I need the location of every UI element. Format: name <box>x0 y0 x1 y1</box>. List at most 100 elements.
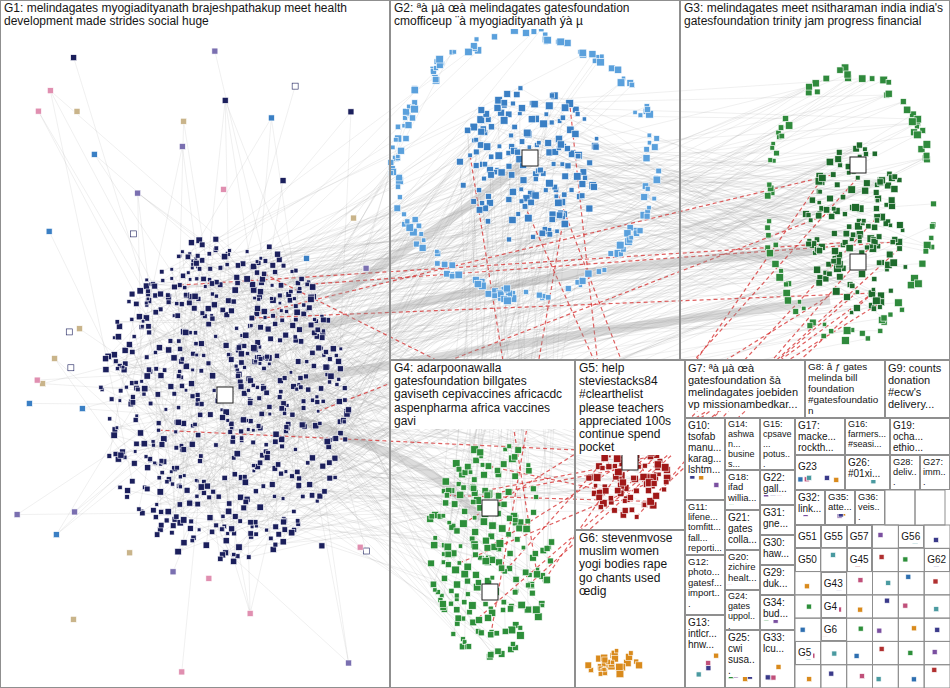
vertex <box>134 301 139 306</box>
vertex <box>189 381 195 387</box>
vertex <box>207 252 211 256</box>
vertex <box>259 411 264 416</box>
edge-line <box>147 265 238 305</box>
edge-line <box>80 329 175 394</box>
vertex <box>589 51 596 58</box>
vertex <box>395 184 400 189</box>
edge-line <box>38 111 178 376</box>
vertex <box>537 141 541 145</box>
vertex <box>840 194 846 200</box>
vertex <box>188 278 192 282</box>
vertex <box>452 50 456 54</box>
vertex <box>522 204 528 210</box>
vertex <box>863 180 870 187</box>
edge-line <box>504 79 862 103</box>
vertex <box>478 128 485 135</box>
vertex <box>179 302 184 307</box>
vertex <box>308 322 314 328</box>
edge-line <box>240 266 253 345</box>
vertex <box>133 417 138 422</box>
vertex <box>109 397 114 402</box>
vertex <box>844 294 851 301</box>
vertex <box>765 225 770 230</box>
edge-line <box>94 154 340 368</box>
vertex <box>181 447 187 453</box>
edge-line <box>234 496 275 554</box>
vertex <box>533 177 538 182</box>
vertex <box>486 194 492 200</box>
vertex <box>234 274 240 280</box>
edge-line <box>192 140 396 268</box>
vertex <box>285 310 289 314</box>
vertex <box>509 216 516 223</box>
vertex <box>482 176 487 181</box>
vertex <box>107 454 112 459</box>
edge-line <box>273 162 830 549</box>
vertex <box>144 373 150 379</box>
vertex <box>641 194 648 201</box>
edge-line <box>139 442 153 509</box>
vertex <box>339 347 343 351</box>
vertex <box>248 520 253 525</box>
vertex <box>177 339 181 343</box>
vertex <box>182 329 188 335</box>
vertex <box>645 186 650 191</box>
vertex <box>144 301 148 305</box>
vertex <box>878 305 883 310</box>
vertex <box>156 345 162 351</box>
vertex <box>835 156 842 163</box>
vertex <box>869 245 877 253</box>
vertex <box>267 404 272 409</box>
vertex <box>509 188 516 195</box>
vertex <box>455 271 463 279</box>
edge-line <box>482 465 605 491</box>
vertex <box>411 105 419 113</box>
vertex <box>182 474 186 478</box>
vertex <box>653 176 661 184</box>
edge-line <box>490 170 932 247</box>
vertex <box>184 388 188 392</box>
vertex <box>441 261 448 268</box>
vertex <box>888 197 895 204</box>
edge-line <box>180 243 845 285</box>
edge-line <box>101 387 254 465</box>
vertex <box>195 402 199 406</box>
vertex <box>816 248 822 254</box>
vertex <box>764 193 771 200</box>
vertex <box>129 291 135 297</box>
vertex <box>264 390 269 395</box>
vertex <box>615 66 622 73</box>
vertex <box>600 54 604 58</box>
vertex <box>852 204 860 212</box>
vertex <box>457 158 464 165</box>
vertex <box>253 296 257 300</box>
vertex <box>254 305 260 311</box>
vertex <box>547 231 553 237</box>
vertex <box>280 444 285 449</box>
vertex <box>175 465 180 470</box>
vertex <box>818 190 822 194</box>
vertex <box>301 406 306 411</box>
vertex <box>284 425 289 430</box>
edge-line <box>114 435 216 525</box>
vertex <box>498 169 505 176</box>
vertex <box>155 503 159 507</box>
vertex <box>130 395 135 400</box>
vertex <box>278 301 282 305</box>
vertex <box>174 430 178 434</box>
vertex <box>130 478 135 483</box>
edge-line <box>148 294 306 376</box>
vertex <box>538 167 544 173</box>
vertex <box>240 261 246 267</box>
vertex <box>485 117 491 123</box>
edge-line <box>132 319 611 498</box>
vertex <box>131 460 137 466</box>
vertex <box>195 353 199 357</box>
vertex <box>255 385 259 389</box>
vertex <box>279 390 283 394</box>
vertex <box>298 385 303 390</box>
vertex <box>193 331 197 335</box>
vertex <box>473 163 479 169</box>
edge-line <box>597 87 809 139</box>
vertex <box>515 149 521 155</box>
